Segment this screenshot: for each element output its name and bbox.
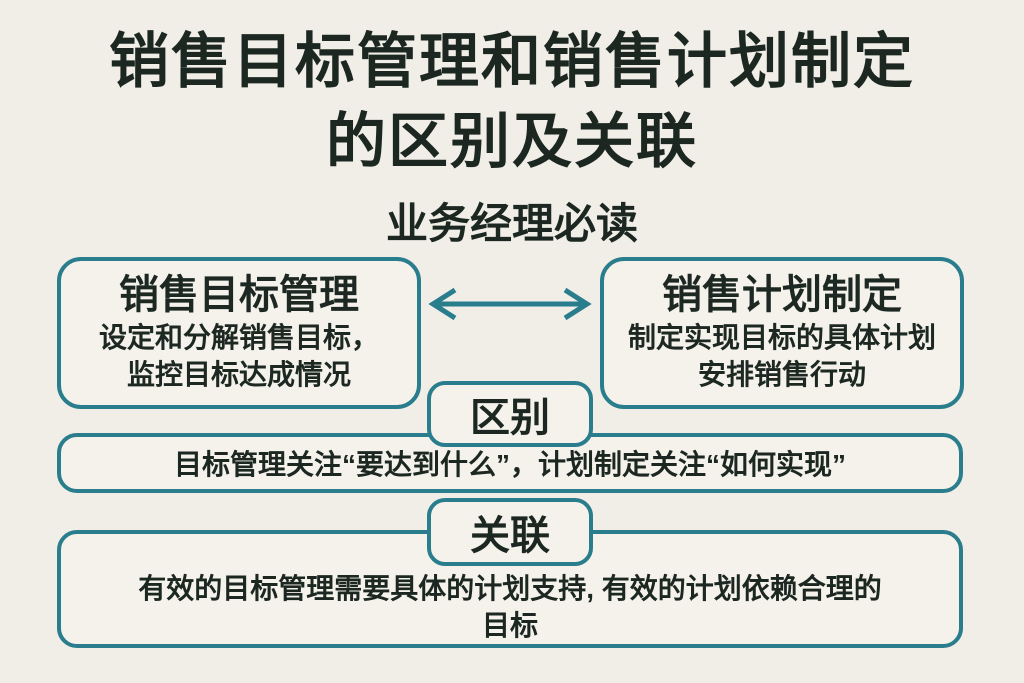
difference-badge: 区别: [427, 381, 593, 447]
page-subtitle: 业务经理必读: [385, 200, 638, 247]
connection-badge-label: 关联: [470, 514, 550, 558]
page-title-line2: 的区别及关联: [326, 108, 698, 175]
card-desc-line2: 监控目标达成情况: [126, 359, 351, 390]
card-desc-line2: 安排销售行动: [697, 359, 866, 390]
connection-text-box: 有效的目标管理需要具体的计划支持, 有效的计划依赖合理的 目标: [57, 530, 963, 648]
page-title: 销售目标管理和销售计划制定 的区别及关联: [0, 22, 1024, 182]
connection-badge: 关联: [427, 498, 593, 566]
double-arrow-icon: [425, 284, 595, 324]
card-desc-line1: 设定和分解销售目标，: [98, 322, 379, 353]
connection-text-line1: 有效的目标管理需要具体的计划支持, 有效的计划依赖合理的: [138, 573, 882, 604]
card-title: 销售目标管理: [119, 273, 359, 317]
card-title: 销售计划制定: [662, 273, 902, 317]
connection-text-line2: 目标: [481, 610, 538, 641]
difference-text: 目标管理关注“要达到什么”，计划制定关注“如何实现”: [173, 449, 846, 480]
card-sales-plan-formulation: 销售计划制定 制定实现目标的具体计划 安排销售行动: [600, 257, 964, 409]
card-desc-line1: 制定实现目标的具体计划: [627, 322, 936, 353]
card-sales-target-management: 销售目标管理 设定和分解销售目标， 监控目标达成情况: [57, 257, 421, 409]
page-title-line1: 销售目标管理和销售计划制定: [109, 28, 915, 95]
difference-badge-label: 区别: [470, 396, 550, 440]
